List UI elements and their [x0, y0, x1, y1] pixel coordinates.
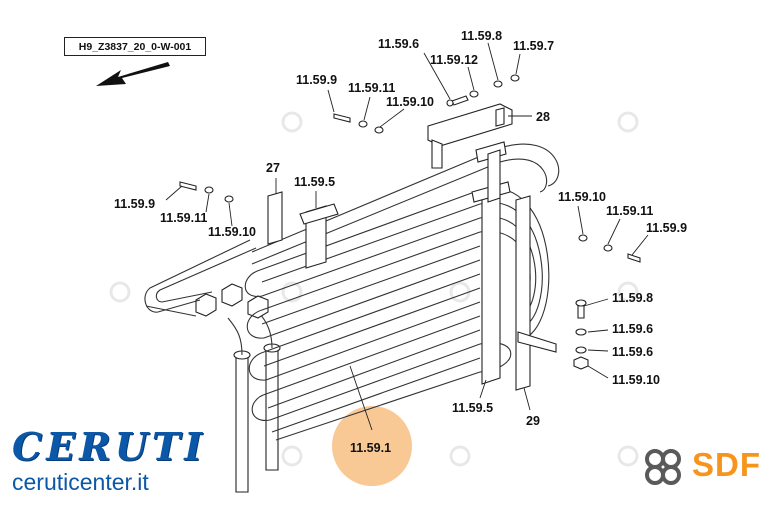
bypass-loop-pipe	[144, 239, 257, 317]
sdf-logo-icon	[645, 449, 681, 485]
dealer-site-link[interactable]: ceruticenter.it	[12, 469, 149, 495]
label-11-59-10-top: 11.59.10	[386, 95, 434, 109]
leader-lines	[165, 42, 649, 431]
fasteners	[179, 74, 641, 370]
label-11-59-9-top: 11.59.9	[296, 73, 337, 87]
label-11-59-10-left: 11.59.10	[208, 225, 256, 239]
part-labels: 11.59.6 11.59.8 11.59.7 11.59.12 11.59.9…	[114, 29, 687, 455]
label-11-59-12: 11.59.12	[430, 53, 478, 67]
label-11-59-6-top: 11.59.6	[378, 37, 419, 51]
label-11-59-8-right: 11.59.8	[612, 291, 653, 305]
label-11-59-6-right-b: 11.59.6	[612, 345, 653, 359]
label-27: 27	[266, 161, 280, 175]
diagram-reference-code: H9_Z3837_20_0-W-001	[64, 37, 206, 56]
manufacturer-branding: SDF	[640, 446, 761, 484]
label-11-59-5-bottom: 11.59.5	[452, 401, 493, 415]
label-11-59-8-top: 11.59.8	[461, 29, 502, 43]
label-28: 28	[536, 110, 550, 124]
label-11-59-10-bottom: 11.59.10	[612, 373, 660, 387]
label-11-59-9-left: 11.59.9	[114, 197, 155, 211]
label-11-59-11-left: 11.59.11	[160, 211, 207, 225]
manufacturer-name: SDF	[692, 446, 761, 483]
label-11-59-6-right-a: 11.59.6	[612, 322, 653, 336]
dealer-branding: CERUTI ceruticenter.it	[12, 424, 242, 496]
label-11-59-11-top: 11.59.11	[348, 81, 395, 95]
oil-cooler-coil	[244, 143, 560, 441]
label-29: 29	[526, 414, 540, 428]
label-11-59-9-right: 11.59.9	[646, 221, 687, 235]
label-11-59-10-right: 11.59.10	[558, 190, 606, 204]
label-11-59-5-top: 11.59.5	[294, 175, 335, 189]
label-11-59-11-right: 11.59.11	[606, 204, 653, 218]
highlight-disc	[332, 406, 412, 486]
watermark-group	[109, 111, 639, 467]
dealer-name: CERUTI	[12, 424, 206, 469]
label-11-59-7: 11.59.7	[513, 39, 554, 53]
direction-arrow-icon	[96, 62, 170, 86]
label-11-59-1: 11.59.1	[350, 441, 391, 455]
mounting-brackets	[267, 103, 557, 391]
